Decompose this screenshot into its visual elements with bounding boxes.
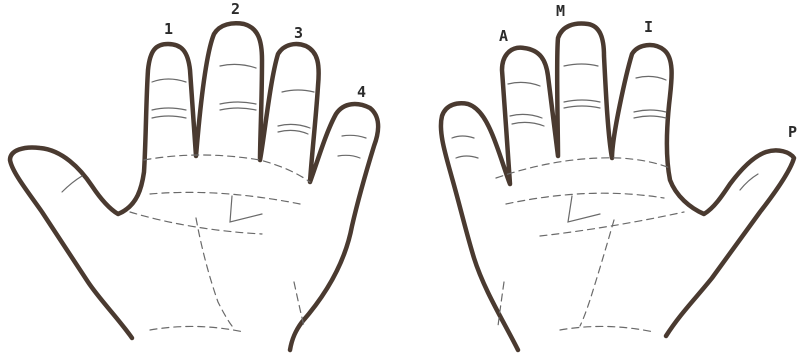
right-finger-label-P: P bbox=[788, 123, 797, 141]
right-fingerP-crease-b bbox=[456, 156, 478, 158]
left-palm-head-line bbox=[130, 212, 262, 234]
left-finger2-crease-mid-b bbox=[220, 108, 256, 110]
left-finger1-crease-top bbox=[152, 79, 186, 82]
left-finger4-crease-a bbox=[342, 135, 366, 138]
left-finger3-crease-top bbox=[282, 90, 314, 92]
left-hand-outline bbox=[10, 23, 378, 350]
right-fingerM-crease-top bbox=[564, 64, 598, 66]
right-palm-head-line bbox=[540, 212, 684, 236]
right-fingerI-crease-mid-a bbox=[634, 110, 666, 112]
left-finger-label-4: 4 bbox=[357, 83, 366, 101]
right-palm-life-line bbox=[580, 220, 614, 326]
right-thumb-crease bbox=[740, 174, 758, 190]
left-palm-base-crease bbox=[144, 155, 310, 182]
left-finger1-crease-mid-b bbox=[152, 116, 186, 118]
right-fingerI-crease-mid-b bbox=[634, 116, 666, 118]
right-palm-lower-crease bbox=[560, 326, 654, 332]
right-palm-heart-line bbox=[506, 193, 664, 204]
right-palm-base-crease bbox=[496, 158, 670, 178]
left-palm-lower-crease bbox=[150, 326, 244, 332]
left-wrist-crease bbox=[294, 282, 304, 326]
right-finger-label-A: A bbox=[499, 27, 508, 45]
left-finger2-crease-mid-a bbox=[220, 102, 256, 104]
left-thumb-crease bbox=[62, 176, 82, 192]
right-fingerP-crease-a bbox=[452, 136, 474, 138]
left-palm-fate-line bbox=[230, 196, 262, 222]
left-finger-label-2: 2 bbox=[231, 0, 240, 18]
right-palm-fate-line bbox=[568, 196, 600, 222]
left-hand: 1 2 3 4 bbox=[10, 0, 378, 350]
right-fingerI-crease-top bbox=[636, 76, 666, 80]
right-hand: A M I P bbox=[441, 2, 797, 350]
left-finger-label-3: 3 bbox=[294, 24, 303, 42]
left-finger-label-1: 1 bbox=[164, 20, 173, 38]
right-finger-label-M: M bbox=[556, 2, 565, 20]
left-finger2-crease-top bbox=[220, 64, 256, 68]
left-finger1-crease-mid-a bbox=[152, 108, 186, 110]
right-fingerM-crease-mid-a bbox=[564, 100, 600, 102]
left-palm-life-line bbox=[196, 218, 232, 326]
left-finger3-crease-mid-a bbox=[278, 124, 310, 128]
left-finger3-crease-mid-b bbox=[278, 130, 308, 134]
left-palm-heart-line bbox=[150, 192, 300, 204]
right-hand-outline bbox=[441, 24, 794, 350]
right-fingerA-crease-top bbox=[508, 82, 540, 86]
right-fingerA-crease-mid-a bbox=[510, 114, 542, 118]
right-fingerA-crease-mid-b bbox=[512, 122, 544, 126]
left-finger4-crease-b bbox=[338, 155, 360, 158]
right-finger-label-I: I bbox=[644, 18, 653, 36]
right-fingerM-crease-mid-b bbox=[564, 106, 600, 108]
